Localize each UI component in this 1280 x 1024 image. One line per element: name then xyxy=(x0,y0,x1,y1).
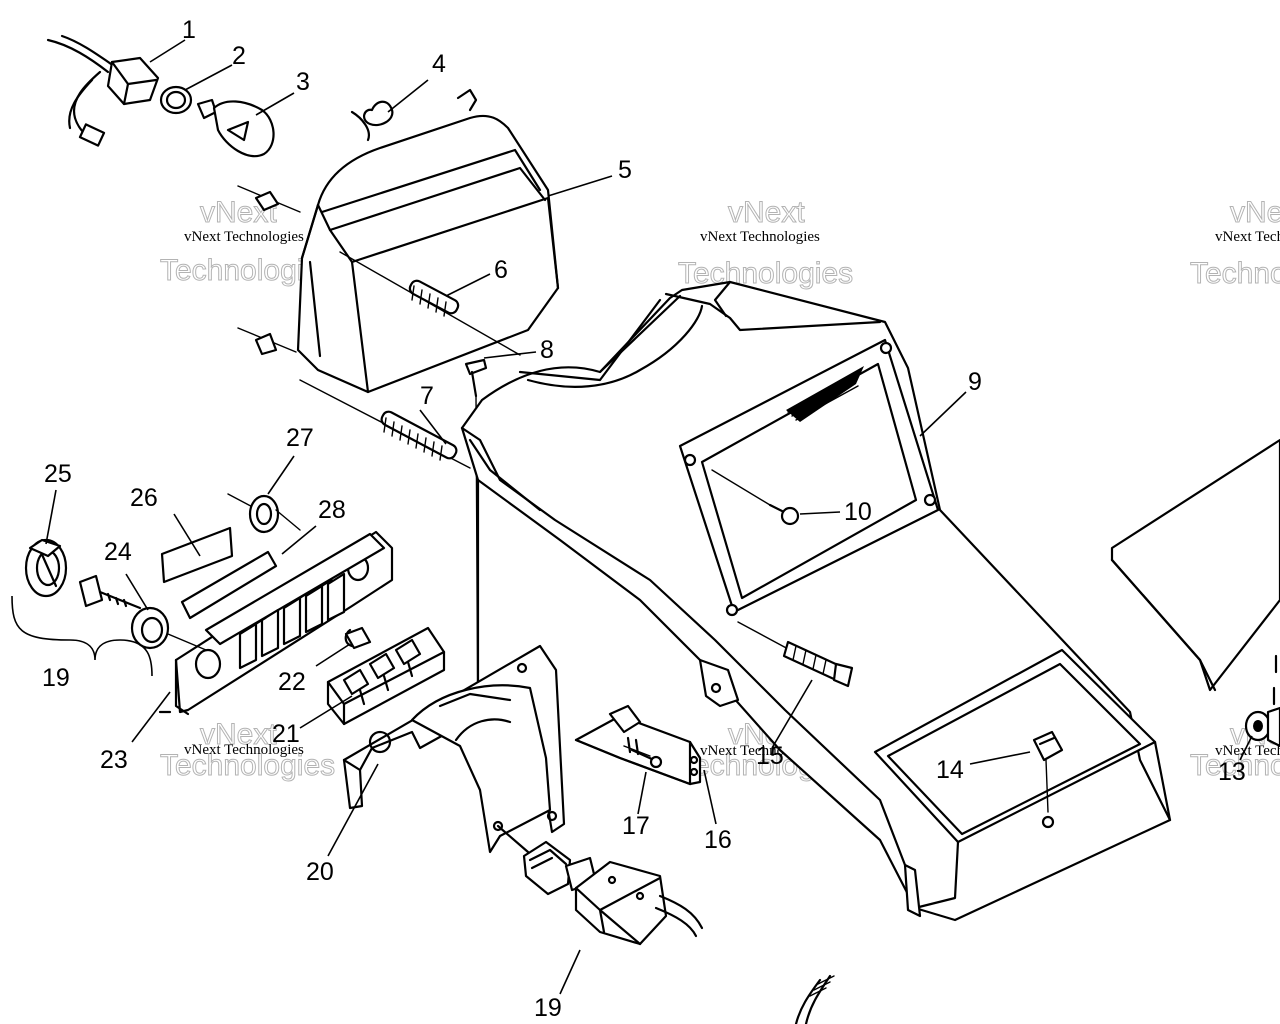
watermark-4: vNext Technologies vNext Technologies xyxy=(160,718,336,783)
svg-text:Technologies: Technologies xyxy=(1190,749,1280,782)
right-edge-fragments xyxy=(1272,654,1278,706)
toggle-switch-assembly xyxy=(496,824,704,946)
callout-15: 15 xyxy=(756,742,784,770)
leader-lines xyxy=(45,39,1253,995)
callout-3: 3 xyxy=(296,68,310,96)
svg-text:vNext Technologies: vNext Technologies xyxy=(1215,743,1280,759)
svg-text:vNext: vNext xyxy=(200,718,277,751)
callout-20: 20 xyxy=(306,858,334,886)
panel-latch xyxy=(1032,730,1064,813)
wire-clip xyxy=(350,100,394,142)
callout-17: 17 xyxy=(622,812,650,840)
ignition-key xyxy=(78,574,207,651)
watermark-2: vNext Technologies vNext Technologies xyxy=(678,196,854,291)
callout-22: 22 xyxy=(278,668,306,696)
callout-1: 1 xyxy=(182,16,196,44)
switch-bracket xyxy=(342,644,566,854)
callout-23: 23 xyxy=(100,746,128,774)
callout-6: 6 xyxy=(494,256,508,284)
callout-24: 24 xyxy=(104,538,132,566)
callout-27: 27 xyxy=(286,424,314,452)
svg-text:vNext: vNext xyxy=(728,196,805,229)
switch-panel xyxy=(158,530,394,716)
callout-2: 2 xyxy=(232,42,246,70)
callout-7: 7 xyxy=(420,382,434,410)
grommet-right xyxy=(1244,706,1280,748)
adjuster-spring-lower xyxy=(299,379,471,469)
callout-13: 13 xyxy=(1218,758,1246,786)
callout-19-bottom: 19 xyxy=(534,994,562,1022)
plug-connector xyxy=(574,704,702,786)
indicator-pin xyxy=(344,626,372,650)
svg-text:Technologies: Technologies xyxy=(1190,257,1280,290)
switch-block xyxy=(326,626,446,726)
svg-text:vNext Technologies: vNext Technologies xyxy=(700,229,820,245)
long-bolt xyxy=(737,621,854,688)
partial-spring-bottom xyxy=(794,974,835,1024)
callout-14: 14 xyxy=(936,756,964,784)
svg-text:Technologies: Technologies xyxy=(160,749,335,782)
svg-text:vNext Technologies: vNext Technologies xyxy=(184,229,304,245)
window-bolt xyxy=(711,469,800,526)
callout-labels: 1 2 3 4 5 6 7 8 9 10 13 14 15 16 17 19 1… xyxy=(42,16,1246,1022)
svg-text:vNext Technologies: vNext Technologies xyxy=(184,742,304,758)
callout-25: 25 xyxy=(44,460,72,488)
headlight-bulb xyxy=(196,98,275,158)
callout-26: 26 xyxy=(130,484,158,512)
svg-text:vNext: vNext xyxy=(1230,196,1280,229)
windshield-edge xyxy=(1110,438,1280,692)
callout-10: 10 xyxy=(844,498,872,526)
headlight-housing xyxy=(237,88,560,394)
adjuster-spring-upper xyxy=(339,251,521,356)
wire-harness-connector xyxy=(46,34,160,147)
callout-9: 9 xyxy=(968,368,982,396)
assembly-brace xyxy=(11,595,153,677)
callout-28: 28 xyxy=(318,496,346,524)
callout-21: 21 xyxy=(272,720,300,748)
bulb-socket-ring xyxy=(159,85,193,115)
callout-8: 8 xyxy=(540,336,554,364)
connector-screw xyxy=(623,745,663,769)
svg-text:Technologies: Technologies xyxy=(678,257,853,290)
label-decal xyxy=(160,526,234,584)
console-hood xyxy=(460,280,1172,922)
svg-text:vNext Technologies: vNext Technologies xyxy=(1215,229,1280,245)
callout-5: 5 xyxy=(618,156,632,184)
switch-nut xyxy=(227,493,301,534)
callout-16: 16 xyxy=(704,826,732,854)
watermark-3: vNext Technologies vNext Technologies xyxy=(1190,196,1280,291)
panel-plate xyxy=(180,550,278,620)
callout-4: 4 xyxy=(432,50,446,78)
callout-19-left: 19 xyxy=(42,664,70,692)
ignition-bezel xyxy=(24,538,68,598)
